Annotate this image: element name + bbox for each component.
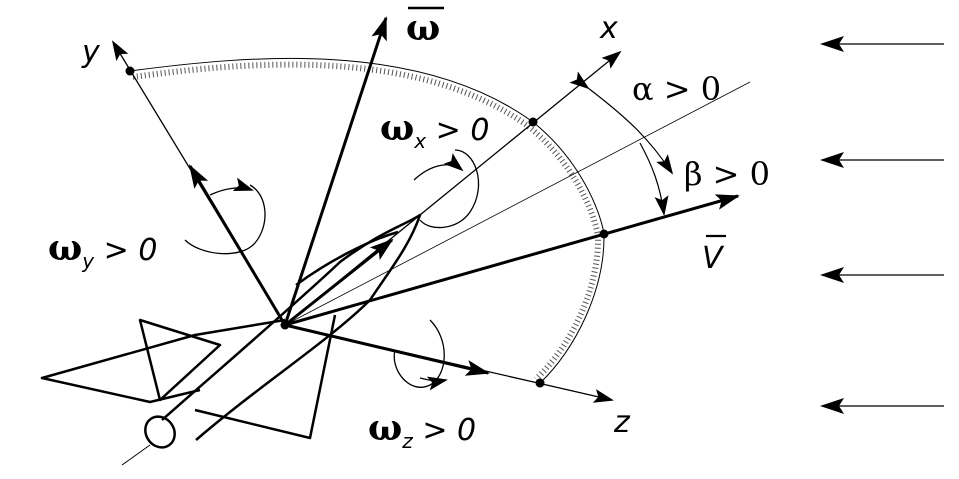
beta-label: β > 0 [684, 155, 770, 193]
z-axis-label: z [613, 405, 631, 440]
arc-points [125, 66, 609, 388]
angle-arcs [569, 71, 674, 216]
omega-bar-label: ω [406, 6, 444, 49]
right-wing [194, 314, 337, 440]
velocity-vector [284, 194, 740, 327]
canopy [295, 230, 399, 287]
omega-x-component [284, 238, 394, 327]
sphere-arc [129, 57, 605, 384]
rotation-curls [184, 149, 480, 391]
alpha-label: α > 0 [632, 70, 721, 108]
left-wing [40, 318, 286, 404]
tail-fin [138, 318, 222, 402]
y-axis-point [125, 66, 135, 76]
omega-y-component [188, 164, 287, 326]
origin-point [280, 320, 290, 330]
omega-x-curl [419, 149, 480, 229]
velocity-label: V [702, 234, 726, 276]
omega-y-label: ωy > 0 [48, 227, 157, 273]
z-axis-point [535, 378, 545, 388]
aircraft [40, 213, 422, 466]
labels: x y z ω V α > 0 β > 0 ωx > 0 ωy > 0 ωz >… [48, 6, 770, 453]
reference-line [284, 81, 751, 326]
beta-arc [639, 142, 669, 216]
omega-vector [283, 16, 388, 326]
engine-nozzle [144, 415, 176, 449]
omega-y-curl [184, 184, 266, 255]
heavy-vectors [188, 16, 740, 376]
alpha-arc [569, 71, 674, 175]
nozzle-axis [121, 444, 151, 466]
omega-z-label: ωz > 0 [368, 407, 476, 453]
omega-x-label: ωx > 0 [380, 107, 489, 153]
omega-z-component [284, 323, 490, 376]
airflow-arrows [820, 36, 944, 414]
x-axis-point [528, 117, 538, 127]
svg-text:V: V [702, 241, 725, 276]
x-axis-label: x [599, 11, 618, 46]
svg-text:ω: ω [406, 7, 440, 49]
y-axis-label: y [81, 35, 101, 70]
velocity-point [599, 229, 609, 239]
